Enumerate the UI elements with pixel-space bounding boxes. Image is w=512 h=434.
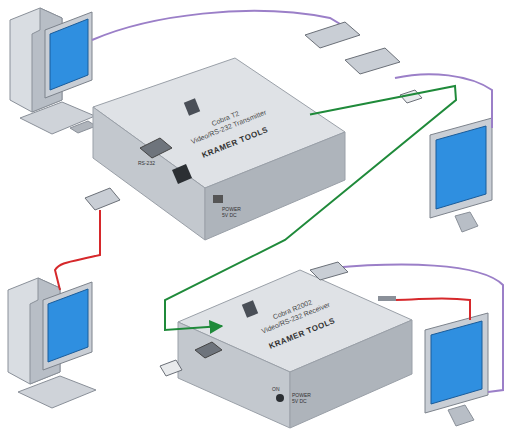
computer-bottom bbox=[8, 278, 96, 408]
twisted-pair-cable bbox=[165, 86, 456, 330]
monitor-right bbox=[430, 118, 492, 232]
panel-label: 5V DC bbox=[222, 212, 237, 218]
panel-label: ON bbox=[272, 386, 280, 392]
vga-connectors bbox=[85, 22, 422, 210]
rs232-cable bbox=[55, 210, 100, 290]
panel-label: POWER bbox=[292, 392, 311, 398]
receiver-unit bbox=[160, 262, 412, 428]
device-box: Cobra T2Video/RS-232 TransmitterKRAMER T… bbox=[150, 90, 310, 170]
vga-cable bbox=[395, 74, 492, 128]
computer-top bbox=[10, 8, 96, 134]
device-box: Cobra R2002Video/RS-232 ReceiverKRAMER T… bbox=[222, 286, 372, 356]
transmitter-unit bbox=[93, 58, 345, 240]
panel-label: 5V DC bbox=[292, 398, 307, 404]
audio-cable bbox=[395, 298, 470, 320]
panel-label: POWER bbox=[222, 206, 241, 212]
panel-label: RS-232 bbox=[138, 160, 155, 166]
monitor-bottom bbox=[425, 313, 488, 426]
